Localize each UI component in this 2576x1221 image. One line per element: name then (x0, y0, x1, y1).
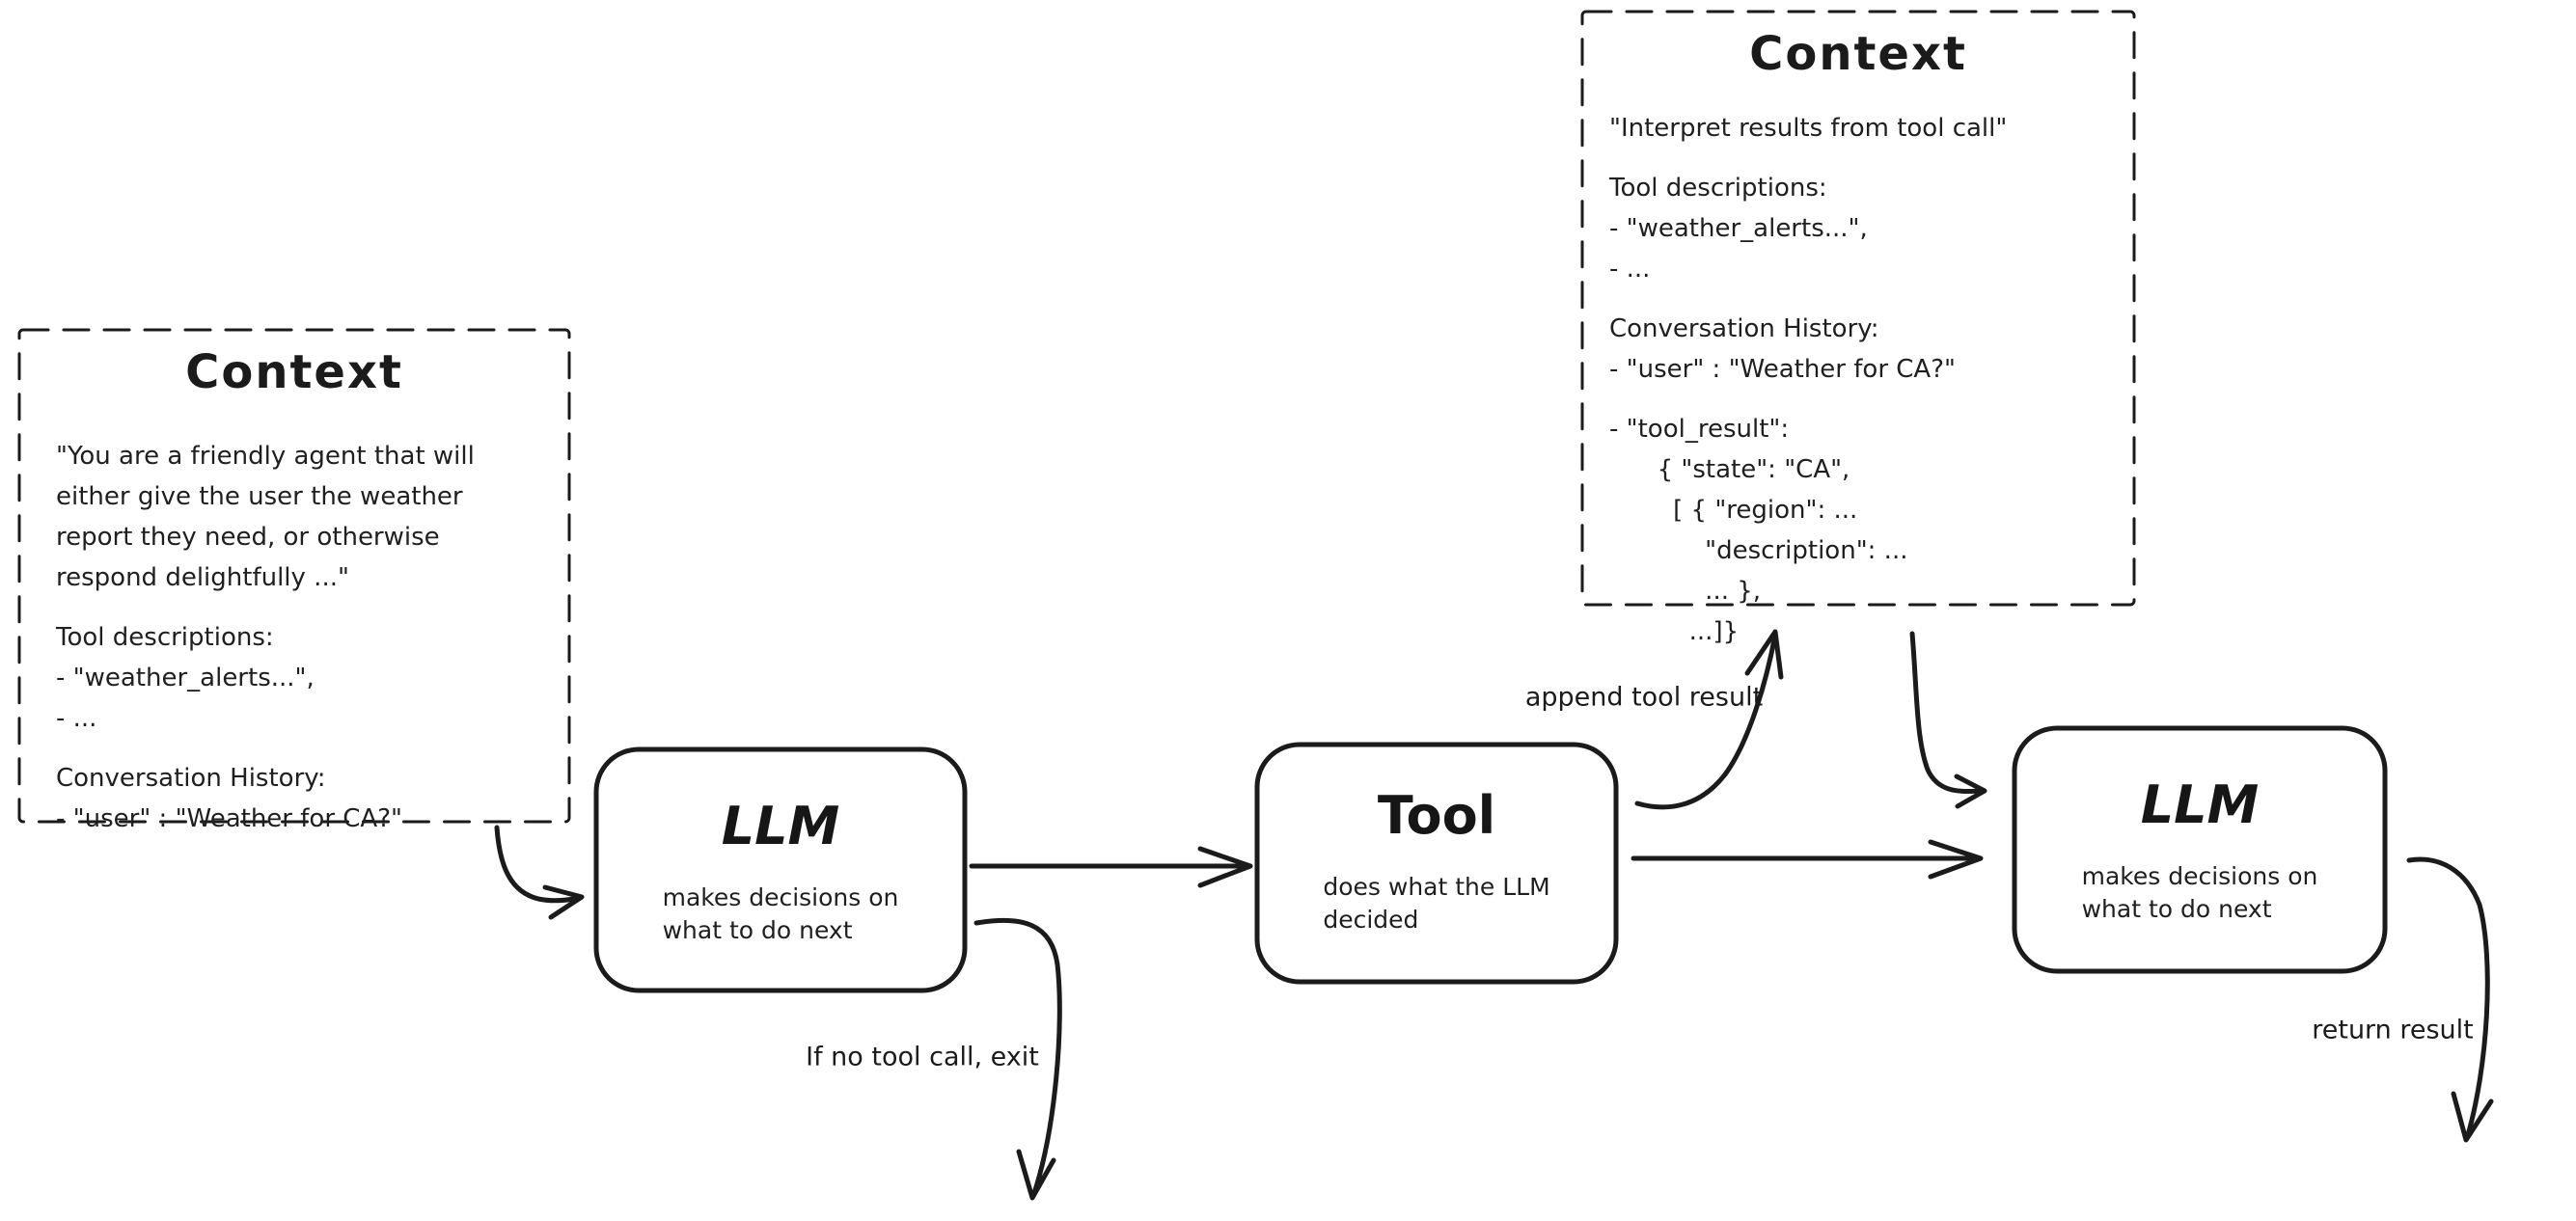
llm2-node-box (2012, 725, 2388, 974)
context-line (56, 739, 550, 758)
arrowhead-llm1-exit (1016, 1149, 1056, 1201)
context-line: respond delightfully ..." (56, 563, 349, 592)
context-line (56, 598, 550, 617)
context-line: { "state": "CA", (1609, 455, 1850, 484)
edge-label-return-result: return result (2312, 1015, 2474, 1045)
arrow-context-left-to-llm1 (494, 825, 582, 904)
context-line: "You are a friendly agent that will (56, 442, 475, 471)
context-line: - "tool_result": (1609, 415, 1790, 444)
llm2-node-title: LLM (2140, 774, 2260, 835)
context-left-border (17, 328, 571, 824)
llm1-subtitle-line2: what to do next (662, 916, 853, 944)
context-line (1609, 289, 2121, 309)
context-line: ...]} (1609, 617, 1740, 646)
llm1-subtitle-line1: makes decisions on (662, 883, 899, 911)
context-line (1609, 390, 2121, 409)
arrow-llm1-exit (973, 917, 1062, 1199)
context-right-title: Context (1749, 27, 1967, 81)
context-line: [ { "region": ... (1609, 496, 1858, 525)
context-right-border (1580, 10, 2136, 607)
edge-label-append-tool-result: append tool result (1524, 682, 1764, 713)
llm1-node-subtitle: makes decisions on what to do next (663, 882, 899, 947)
context-line: - ... (56, 704, 97, 733)
tool-node-box (1254, 742, 1619, 985)
context-line: - "weather_alerts...", (56, 664, 315, 692)
llm1-node-title: LLM (721, 796, 840, 856)
context-line: Tool descriptions: (56, 623, 274, 652)
context-line: "Interpret results from tool call" (1609, 114, 2008, 143)
context-line: - ... (1609, 255, 1651, 284)
tool-subtitle-line2: decided (1323, 906, 1419, 934)
context-line: either give the user the weather (56, 482, 463, 511)
arrowhead-llm1-to-tool (1197, 846, 1253, 888)
arrowhead-context-right-to-llm2 (1954, 773, 1987, 809)
arrow-context-right-to-llm2 (1909, 631, 1984, 795)
context-line: - "user" : "Weather for CA?" (56, 804, 402, 833)
context-left-title: Context (185, 345, 403, 399)
llm2-subtitle-line2: what to do next (2081, 895, 2272, 923)
context-line: "description": ... (1609, 536, 1908, 565)
arrow-tool-to-context-right (1634, 632, 1778, 810)
llm2-node-subtitle: makes decisions on what to do next (2082, 860, 2318, 926)
llm2-subtitle-line1: makes decisions on (2081, 862, 2318, 890)
tool-node-title: Tool (1377, 785, 1496, 846)
llm2-node: LLM makes decisions on what to do next (2014, 728, 2385, 971)
context-line: - "user" : "Weather for CA?" (1609, 355, 1956, 384)
arrow-llm2-return (2406, 856, 2490, 1141)
context-line: Conversation History: (56, 764, 326, 793)
edge-label-if-no-tool-call-exit: If no tool call, exit (806, 1042, 1039, 1072)
context-line: report they need, or otherwise (56, 523, 440, 552)
llm1-node-box (593, 746, 968, 993)
tool-subtitle-line1: does what the LLM (1323, 873, 1550, 901)
tool-node-subtitle: does what the LLM decided (1323, 871, 1549, 936)
context-line (1609, 149, 2121, 168)
llm1-node: LLM makes decisions on what to do next (596, 749, 965, 990)
context-line: Tool descriptions: (1609, 174, 1827, 203)
arrowhead-llm2-return (2451, 1091, 2494, 1143)
arrowhead-tool-to-context-right (1744, 629, 1784, 680)
context-line: - "weather_alerts...", (1609, 214, 1868, 243)
context-line: Conversation History: (1609, 314, 1879, 343)
tool-node: Tool does what the LLM decided (1257, 745, 1616, 982)
arrowhead-context-left-to-llm1 (542, 884, 585, 920)
context-line: ... }, (1609, 577, 1762, 606)
context-left-body: "You are a friendly agent that will eith… (56, 436, 550, 839)
context-right-body: "Interpret results from tool call" Tool … (1609, 108, 2121, 652)
arrowhead-tool-to-llm2 (1928, 839, 1984, 880)
